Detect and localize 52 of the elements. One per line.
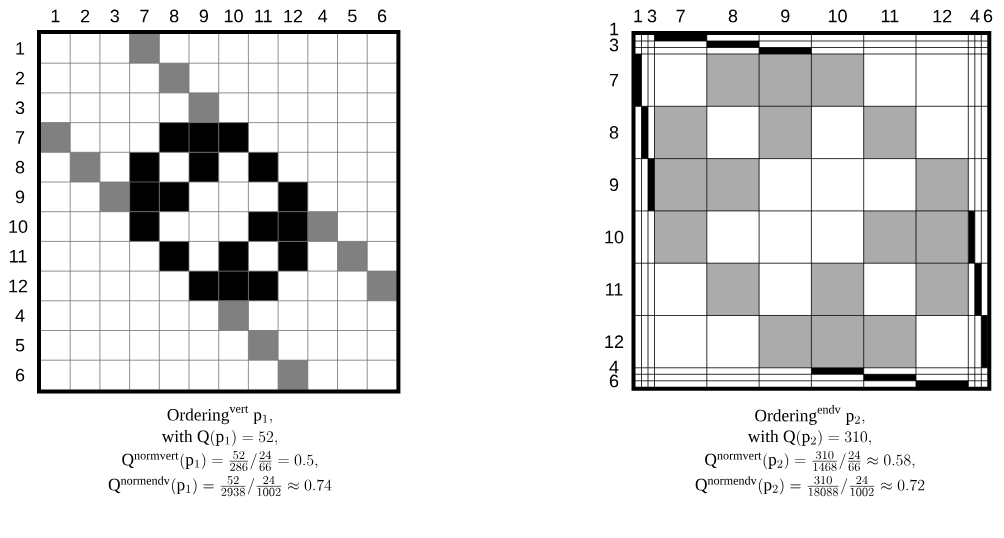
column-label: 9	[199, 9, 208, 23]
column-label: 8	[728, 9, 738, 23]
caption-line: $\mathrm{Q}^{\mathrm{normendv}}(\mathrm{p}_2) = \frac{310}{18088}/\frac{24}{1002} \approx 0.72$	[695, 475, 925, 497]
column-label: 2	[80, 9, 90, 23]
column-label: 6	[983, 9, 993, 23]
row-label: 4	[15, 309, 25, 322]
row-label: 2	[15, 71, 25, 85]
column-label: 3	[647, 9, 657, 23]
column-label: 4	[970, 9, 980, 23]
column-label: 9	[781, 9, 790, 23]
column-label: 4	[318, 9, 328, 23]
column-label: 12	[933, 9, 952, 23]
column-label: 11	[255, 9, 272, 23]
row-label: 11	[606, 283, 623, 296]
row-label: 9	[15, 190, 25, 204]
row-label: 6	[609, 374, 619, 388]
caption-line: $\mathrm{Ordering}^{\mathrm{vert}}\ \mathrm{p}_1,$	[167, 405, 272, 425]
column-label: 8	[169, 9, 179, 23]
row-label: 8	[15, 160, 25, 174]
row-label: 3	[15, 101, 25, 115]
column-label: 5	[348, 9, 357, 23]
row-label: 12	[605, 335, 624, 348]
caption-line: $\mathrm{Q}^{\mathrm{normvert}}(\mathrm{p}_1) = \frac{52}{286}/\frac{24}{66} = 0.5,$	[122, 450, 318, 472]
row-label: 7	[15, 131, 25, 144]
column-label: 7	[140, 9, 149, 23]
column-label: 11	[881, 9, 899, 23]
row-label: 10	[605, 230, 624, 244]
row-label: 1	[16, 42, 25, 55]
column-label: 7	[676, 9, 685, 23]
row-label: 5	[15, 339, 25, 352]
row-label: 9	[609, 178, 619, 192]
row-label: 12	[9, 279, 28, 293]
row-label: 6	[15, 368, 25, 382]
caption-line: $\mathrm{with}\ \mathrm{Q}(\mathrm{p}_2) = 310,$	[747, 430, 871, 446]
column-label: 12	[284, 9, 303, 23]
caption-line: $\mathrm{with}\ \mathrm{Q}(\mathrm{p}_1) = 52,$	[161, 430, 277, 446]
caption-line: $\mathrm{Q}^{\mathrm{normendv}}(\mathrm{p}_1) = \frac{52}{2938}/\frac{24}{1002} \approx 0.74$	[108, 475, 332, 497]
caption-line: $\mathrm{Q}^{\mathrm{normvert}}(\mathrm{p}_2) = \frac{310}{1468}/\frac{24}{66} \approx 0.58,$	[705, 450, 915, 472]
column-label: 6	[377, 9, 387, 23]
column-label: 10	[828, 9, 847, 23]
row-label: 11	[10, 250, 27, 263]
row-label: 8	[609, 126, 619, 139]
column-label: 1	[51, 9, 60, 23]
column-label: 1	[634, 9, 643, 23]
column-label: 10	[224, 9, 243, 23]
row-label: 1	[610, 22, 619, 36]
row-label: 7	[609, 73, 619, 87]
row-label: 10	[9, 220, 28, 233]
caption-line: $\mathrm{Ordering}^{\mathrm{endv}}\ \mathrm{p}_2,$	[755, 405, 865, 425]
row-label: 3	[609, 38, 619, 52]
column-label: 3	[110, 9, 119, 23]
row-label: 4	[609, 360, 619, 374]
